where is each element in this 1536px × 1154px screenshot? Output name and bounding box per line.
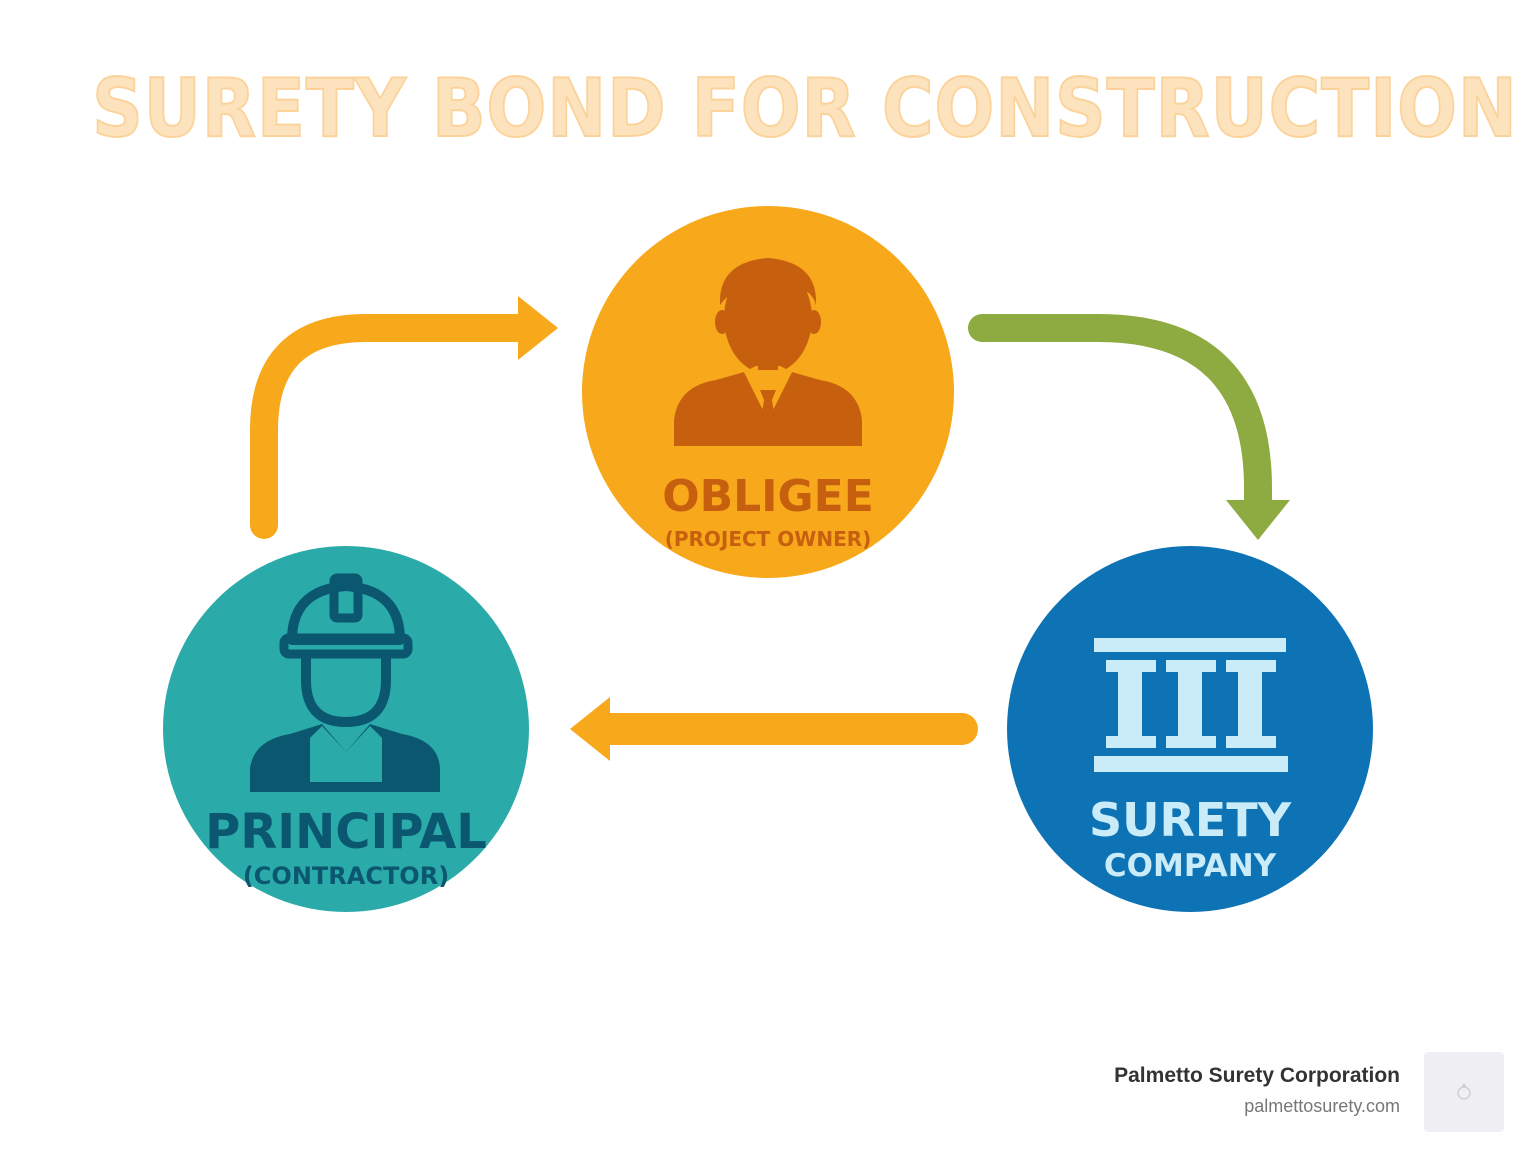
obligee-title: OBLIGEE bbox=[662, 471, 874, 522]
brand-block: Palmetto Surety Corporation palmettosure… bbox=[1114, 1064, 1400, 1117]
principal-title: PRINCIPAL bbox=[205, 804, 487, 860]
page-title: SURETY BOND FOR CONSTRUCTION bbox=[91, 61, 1518, 156]
surety-subtitle: COMPANY bbox=[1104, 848, 1277, 884]
surety-node: SURETY COMPANY bbox=[1007, 546, 1373, 912]
businessman-icon bbox=[674, 258, 862, 446]
principal-subtitle: (CONTRACTOR) bbox=[243, 862, 449, 890]
brand-url: palmettosurety.com bbox=[1244, 1096, 1400, 1116]
bank-building-icon bbox=[1094, 586, 1288, 772]
obligee-node: OBLIGEE (PROJECT OWNER) bbox=[582, 206, 954, 578]
construction-worker-icon bbox=[250, 573, 440, 792]
obligee-subtitle: (PROJECT OWNER) bbox=[665, 527, 872, 551]
arrow-obligee-to-surety bbox=[968, 314, 1290, 540]
brand-logo bbox=[1424, 1052, 1504, 1132]
principal-node: PRINCIPAL (CONTRACTOR) bbox=[163, 546, 529, 912]
arrow-surety-to-principal bbox=[570, 697, 978, 761]
brand-name: Palmetto Surety Corporation bbox=[1114, 1064, 1400, 1087]
arrow-principal-to-obligee bbox=[250, 296, 558, 539]
surety-title: SURETY bbox=[1089, 793, 1292, 847]
logo-icon bbox=[1457, 1084, 1471, 1100]
